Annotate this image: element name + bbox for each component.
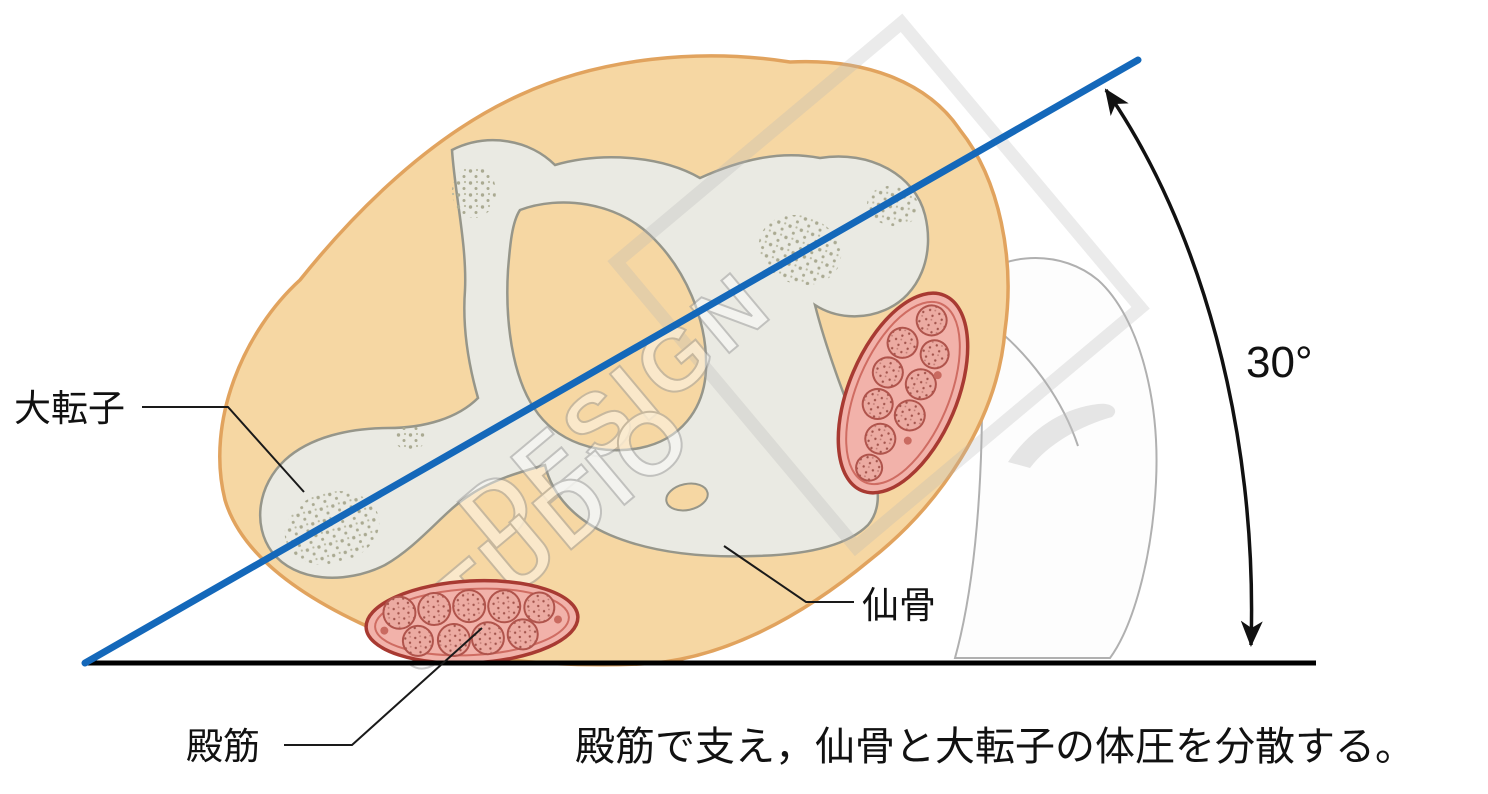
greater-trochanter-pointer-line <box>142 406 305 493</box>
watermark-frame <box>607 13 1150 557</box>
label-greater-trochanter: 大転子 <box>14 388 305 493</box>
muscle-fiber-bundles <box>855 304 950 482</box>
greater-trochanter-text: 大転子 <box>14 388 125 429</box>
figure-caption: 殿筋で支え，仙骨と大転子の体圧を分散する。 <box>575 725 1415 769</box>
muscle-fiber-bundles <box>380 589 562 657</box>
sacrum-pointer-line <box>723 545 854 603</box>
angle-value-label: 30° <box>1246 338 1313 387</box>
muscle-sheath-inner <box>845 300 961 486</box>
gluteal-muscle-upper <box>836 291 970 495</box>
sacrum-text: 仙骨 <box>862 585 936 626</box>
gluteal-muscle-text: 殿筋 <box>186 726 260 767</box>
tilt-angle-line <box>81 56 1142 667</box>
label-sacrum: 仙骨 <box>723 545 936 626</box>
bone-foramen <box>665 482 709 512</box>
muscle-sheath-inner <box>374 587 570 657</box>
label-gluteal-muscle: 殿筋 <box>186 627 483 767</box>
watermark-swoosh <box>1008 403 1116 468</box>
angle-arc-arrow <box>1104 88 1263 647</box>
gluteal-muscle-pointer-line <box>284 627 483 746</box>
